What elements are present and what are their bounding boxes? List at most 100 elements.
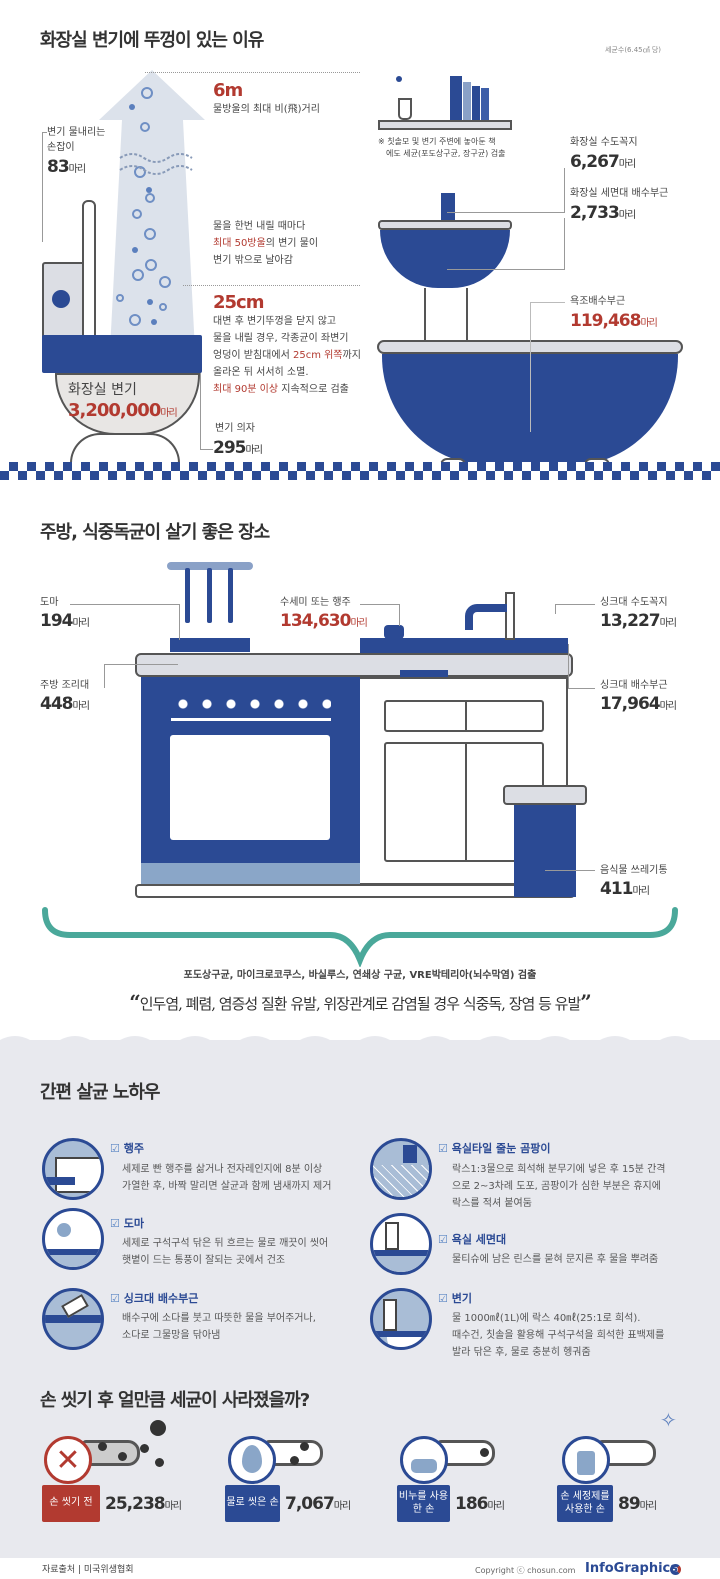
tip-text: 때수건, 칫솔을 활용해 구석구석을 희석한 표백제를 <box>452 1330 665 1341</box>
counter-count: 448마리 <box>40 694 90 714</box>
tip-title: 욕실타일 줄눈 곰팡이 <box>438 1140 551 1156</box>
tip-text: 세제로 빤 행주를 삶거나 전자레인지에 8분 이상 <box>122 1164 323 1175</box>
kitchen-faucet <box>505 592 515 640</box>
kitchen-faucet-label: 싱크대 수도꼭지 <box>600 597 668 608</box>
tip-text: 배수구에 소다를 붓고 따뜻한 물을 부어주거나, <box>122 1313 316 1324</box>
trash-label: 음식물 쓰레기통 <box>600 865 668 876</box>
germ-icon <box>155 1458 164 1467</box>
spray-arrow-illustration <box>99 70 205 350</box>
knife-icon <box>185 568 190 623</box>
toilet-count: 3,200,000마리 <box>68 400 178 421</box>
seat-label: 변기 의자 <box>215 423 255 434</box>
sink-label: 화장실 세면대 배수부근 <box>570 188 669 199</box>
leader-line <box>360 604 400 626</box>
copyright: Copyright ⓒ chosun.com <box>475 1566 576 1575</box>
handle-count: 83마리 <box>47 157 86 177</box>
shelf-note: 에도 세균(포도상구균, 장구균) 검출 <box>386 149 506 158</box>
oven-drawer <box>141 863 360 885</box>
hand-label: 손 세정제를 사용한 손 <box>557 1485 613 1522</box>
tips-title: 간편 살균 노하우 <box>40 1082 160 1103</box>
hand-count: 7,067마리 <box>285 1494 351 1514</box>
faucet-label: 화장실 수도꼭지 <box>570 137 638 148</box>
germ-icon <box>480 1448 489 1457</box>
tip-text: 소다로 그물망을 닦아냄 <box>122 1330 221 1341</box>
tip-text: 세제로 구석구석 닦은 뒤 흐르는 물로 깨끗이 씻어 <box>122 1238 329 1249</box>
flush-text: 변기 밖으로 날아감 <box>213 255 293 266</box>
sponge <box>384 625 404 639</box>
tip-text: 햇볕이 드는 통풍이 잘되는 곳에서 건조 <box>122 1255 286 1266</box>
leader-line <box>568 644 595 689</box>
tip-title: 행주 <box>110 1140 144 1156</box>
rinse-bottle-icon <box>370 1213 432 1275</box>
tip-text: 락스1:3물으로 희석해 분무기에 넣은 후 15분 간격 <box>452 1164 666 1175</box>
book <box>463 82 471 120</box>
hand-count: 89마리 <box>618 1494 657 1514</box>
tile-spray-icon <box>370 1138 432 1200</box>
leader-line <box>104 664 178 688</box>
book <box>472 86 480 120</box>
kitchen-title: 주방, 식중독균이 살기 좋은 장소 <box>40 522 270 543</box>
tip-title: 욕실 세면대 <box>438 1231 506 1247</box>
trash-lid <box>503 785 587 805</box>
sun-cutting-board-icon <box>42 1208 104 1270</box>
divider <box>145 72 360 73</box>
book <box>450 76 462 120</box>
toilet-label: 화장실 변기 <box>68 382 137 398</box>
spoon-icon <box>207 568 212 623</box>
counter-label: 주방 조리대 <box>40 680 90 691</box>
germ-icon <box>290 1456 299 1465</box>
x-icon: ✕ <box>44 1436 92 1484</box>
tip-text: 물티슈에 남은 린스를 묻혀 문지른 후 물을 뿌려줌 <box>452 1254 659 1265</box>
height-text: 엉덩이 받침대에서 25cm 위쪽까지 <box>213 350 361 361</box>
sink-pedestal <box>424 288 468 348</box>
hand-label: 물로 씻은 손 <box>225 1485 280 1522</box>
checker-floor <box>0 462 720 480</box>
flush-handle <box>52 290 70 308</box>
height-text: 대변 후 변기뚜껑을 닫지 않고 <box>213 316 337 327</box>
hand-count: 25,238마리 <box>105 1494 182 1514</box>
hands-title: 손 씻기 후 얼만큼 세균이 사라졌을까? <box>40 1390 310 1411</box>
microwave-icon <box>42 1138 104 1200</box>
distance-value: 6m <box>213 80 243 101</box>
bathroom-faucet <box>441 193 455 221</box>
devil-germ-icon <box>150 1420 166 1436</box>
brand-logo-icon <box>670 1564 681 1575</box>
soap-icon <box>400 1436 448 1484</box>
sanitizer-icon <box>562 1436 610 1484</box>
board-count: 194마리 <box>40 611 90 631</box>
curly-brace <box>42 907 678 967</box>
drawers <box>384 700 544 732</box>
seat-count: 295마리 <box>213 438 263 458</box>
bacteria-list: 포도상구균, 마이크로코쿠스, 바실루스, 연쇄상 구균, VRE박테리아(뇌수… <box>183 970 537 981</box>
board-label: 도마 <box>40 597 59 608</box>
soda-drain-icon <box>42 1288 104 1350</box>
unit-note: 세균수(6.45㎠ 당) <box>605 46 662 54</box>
wavy-edge <box>0 1036 720 1044</box>
leader-line <box>42 132 47 242</box>
tip-text: 가열한 후, 바짝 말리면 살균과 함께 냄새까지 제거 <box>122 1181 332 1192</box>
trash-count: 411마리 <box>600 879 650 899</box>
decor-dot <box>396 76 402 82</box>
drain-count: 17,964마리 <box>600 694 677 714</box>
leader-line <box>530 302 565 432</box>
germ-icon <box>300 1442 309 1451</box>
tip-text: 락스를 적셔 붙여둠 <box>452 1198 532 1209</box>
hand-label: 손 씻기 전 <box>42 1485 100 1522</box>
kitchen-faucet-count: 13,227마리 <box>600 611 677 631</box>
height-text: 물을 내릴 경우, 각종균이 좌변기 <box>213 333 349 344</box>
toilet-brush-icon <box>370 1288 432 1350</box>
bathroom-title: 화장실 변기에 뚜껑이 있는 이유 <box>40 30 264 51</box>
water-drop-icon <box>228 1436 276 1484</box>
handle-label: 변기 물내리는 <box>47 127 106 138</box>
flush-text: 물을 한번 내릴 때마다 <box>213 221 306 232</box>
germ-icon <box>118 1452 127 1461</box>
handle-label: 손잡이 <box>47 142 75 153</box>
germ-icon <box>98 1442 107 1451</box>
leader-line <box>555 604 595 614</box>
leader-line <box>70 604 180 640</box>
utensil-rack <box>167 562 253 570</box>
book <box>481 88 489 120</box>
tip-title: 변기 <box>438 1290 472 1306</box>
leader-line <box>447 218 565 270</box>
height-value: 25cm <box>213 292 264 313</box>
